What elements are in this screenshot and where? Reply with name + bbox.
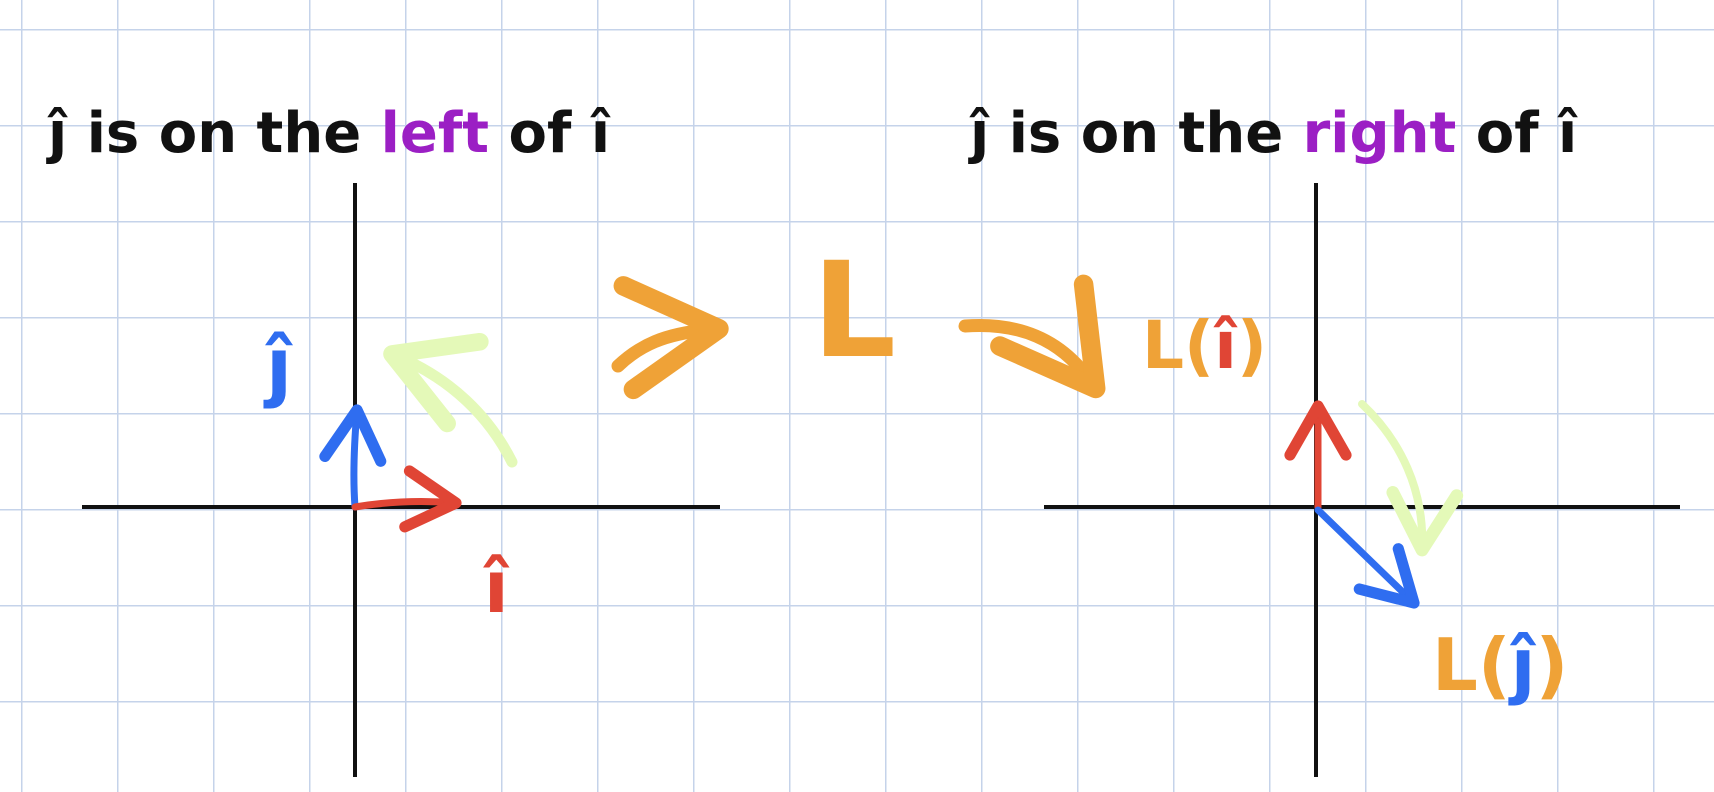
left-title: ĵ is on the left of î xyxy=(46,101,611,166)
transform-arrow-in xyxy=(611,276,729,400)
right-L-j-hat-vector xyxy=(1314,506,1420,609)
transform-label: L xyxy=(812,234,896,388)
left-rotation-arrow xyxy=(383,332,518,468)
right-panel: ĵ is on the right of î L(î) L(ĵ) xyxy=(968,101,1680,777)
right-title: ĵ is on the right of î xyxy=(968,101,1578,166)
transform-arrow-out xyxy=(958,274,1106,399)
left-j-hat-label: ĵ xyxy=(263,321,294,410)
left-title-prefix: ĵ is on the xyxy=(46,101,381,166)
right-title-suffix: of î xyxy=(1456,101,1578,166)
right-L-i-hat-label: L(î) xyxy=(1142,307,1267,384)
right-L-j-hat-label: L(ĵ) xyxy=(1432,623,1568,707)
right-L-i-func: L( xyxy=(1142,307,1214,384)
transform-group: L xyxy=(611,234,1106,400)
left-j-hat-vector xyxy=(319,404,387,511)
left-i-hat-vector xyxy=(351,465,462,533)
right-L-j-close: ) xyxy=(1535,623,1568,707)
right-rotation-arrow xyxy=(1358,400,1464,557)
left-title-keyword: left xyxy=(381,101,489,166)
right-title-keyword: right xyxy=(1303,101,1457,166)
right-L-j-arg: ĵ xyxy=(1508,623,1537,707)
left-panel: ĵ is on the left of î ĵ î xyxy=(46,101,720,777)
right-title-prefix: ĵ is on the xyxy=(968,101,1303,166)
right-L-j-func: L( xyxy=(1432,623,1511,707)
left-title-suffix: of î xyxy=(489,101,611,166)
right-L-i-arg: î xyxy=(1213,307,1238,384)
left-i-hat-label: î xyxy=(483,545,510,629)
right-L-i-close: ) xyxy=(1237,307,1267,384)
